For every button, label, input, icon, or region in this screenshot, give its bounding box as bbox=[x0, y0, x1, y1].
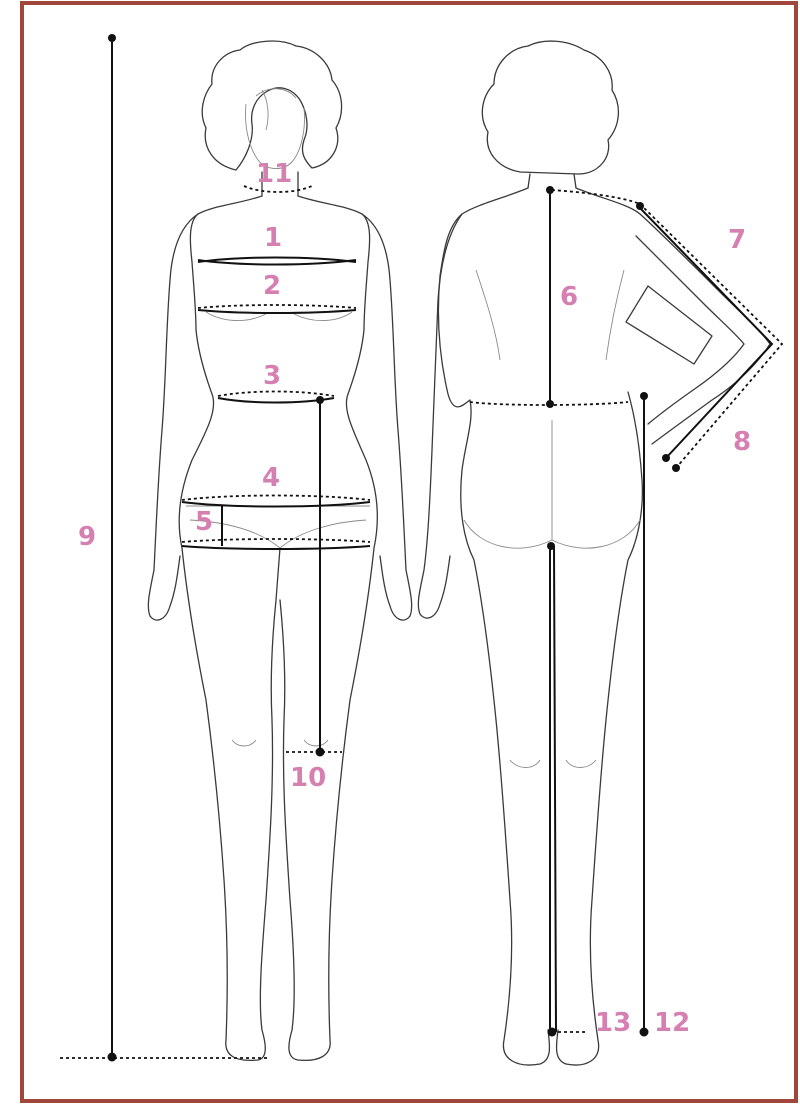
front-arm-left bbox=[148, 214, 198, 620]
label-3: 3 bbox=[263, 361, 281, 391]
label-7: 7 bbox=[728, 225, 746, 255]
back-measurements bbox=[470, 186, 782, 1037]
waist-to-knee-dot-top bbox=[316, 396, 324, 404]
label-5: 5 bbox=[195, 507, 213, 537]
sleeve-dot-shoulder bbox=[636, 202, 644, 210]
front-body-left bbox=[179, 196, 280, 1060]
sleeve-dot-wrist-2 bbox=[672, 464, 680, 472]
back-body-right bbox=[556, 188, 642, 1065]
seat-line bbox=[182, 539, 370, 542]
label-10: 10 bbox=[290, 763, 326, 793]
chest-measure-line bbox=[198, 258, 356, 265]
label-2: 2 bbox=[263, 271, 281, 301]
underbust-measure-line-2 bbox=[198, 310, 356, 313]
height-dot-bottom bbox=[108, 1053, 117, 1062]
label-12: 12 bbox=[654, 1008, 690, 1038]
waist-to-floor-dot-bottom bbox=[640, 1028, 649, 1037]
front-briefs bbox=[186, 506, 370, 548]
sleeve-inner-line bbox=[640, 208, 772, 458]
label-8: 8 bbox=[733, 427, 751, 457]
frame-border bbox=[22, 3, 796, 1101]
label-6: 6 bbox=[560, 282, 578, 312]
underbust-measure-line bbox=[198, 305, 356, 308]
back-arm-left bbox=[418, 214, 462, 618]
front-figure bbox=[148, 41, 411, 1060]
inseam-line-2 bbox=[554, 546, 556, 1032]
back-buttocks bbox=[464, 420, 640, 548]
label-11: 11 bbox=[256, 159, 292, 189]
label-13: 13 bbox=[595, 1008, 631, 1038]
seat-line-2 bbox=[182, 546, 370, 549]
front-hair bbox=[202, 41, 341, 170]
waist-measure-line bbox=[218, 392, 334, 397]
label-9: 9 bbox=[78, 522, 96, 552]
back-knees bbox=[510, 760, 596, 768]
label-1: 1 bbox=[264, 223, 282, 253]
front-knees bbox=[232, 740, 328, 746]
shoulder-line bbox=[552, 190, 640, 204]
front-measurements bbox=[60, 34, 370, 1062]
label-4: 4 bbox=[262, 463, 280, 493]
height-dot-top bbox=[108, 34, 116, 42]
back-hair bbox=[482, 41, 618, 174]
back-neck bbox=[528, 174, 576, 188]
hip-measure-line bbox=[182, 496, 370, 501]
sleeve-dot-wrist-1 bbox=[662, 454, 670, 462]
back-hand bbox=[626, 286, 712, 364]
back-body-left bbox=[438, 188, 549, 1065]
front-arm-right bbox=[362, 214, 412, 620]
waist-to-floor-dot-top bbox=[640, 392, 648, 400]
inseam-dot-top bbox=[547, 542, 555, 550]
measurement-labels: 11 1 2 3 4 5 9 10 6 7 8 13 12 bbox=[78, 159, 751, 1038]
back-length-dot-bottom bbox=[546, 400, 554, 408]
front-body-right bbox=[280, 196, 377, 1060]
